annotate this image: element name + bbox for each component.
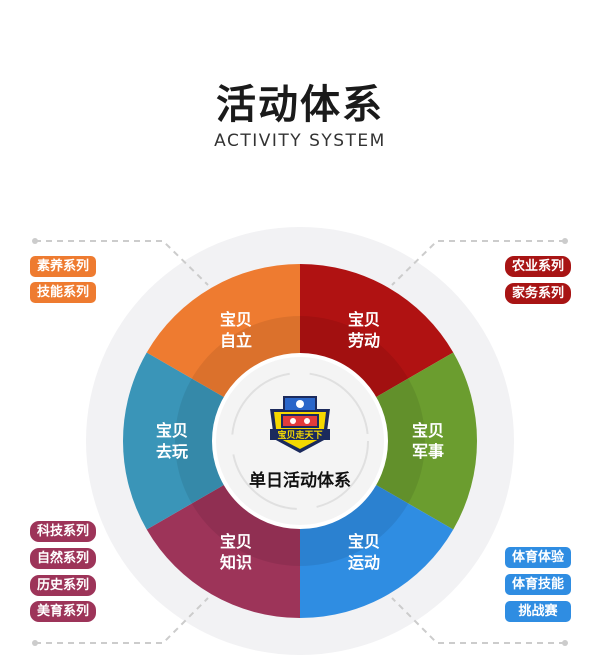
tag-tiyu-tiyan[interactable]: 体育体验 [505,547,571,568]
brand-logo: 宝贝走天下 [270,396,330,453]
segment-label-line1: 宝贝 [347,531,380,551]
segment-label: 宝贝军事 [398,420,458,462]
segment-label-line2: 自立 [219,331,252,351]
page-subtitle: ACTIVITY SYSTEM [214,131,386,151]
tag-lishi[interactable]: 历史系列 [30,575,96,596]
segment-label: 宝贝自立 [206,309,266,351]
page-title: 活动体系 [216,82,384,128]
cycle-arrows-icon [231,372,369,510]
segment-label-line2: 知识 [219,552,252,572]
tag-nongye[interactable]: 农业系列 [505,256,571,277]
connector-lines [35,240,565,644]
segment-1[interactable] [300,352,477,530]
segment-label-line2: 去玩 [155,442,188,461]
segment-label: 宝贝知识 [206,531,266,573]
tag-meiyu[interactable]: 美育系列 [30,601,96,622]
segment-label: 宝贝运动 [334,531,394,573]
tag-tiaozhansai[interactable]: 挑战赛 [505,601,571,622]
tag-jiawu[interactable]: 家务系列 [505,283,571,304]
segment-label: 宝贝劳动 [334,309,394,351]
segment-label-line1: 宝贝 [411,421,444,440]
tag-ziran[interactable]: 自然系列 [30,548,96,569]
segment-label-line2: 军事 [411,442,444,461]
tag-suyang[interactable]: 素养系列 [30,256,96,277]
segment-label-line1: 宝贝 [219,310,252,330]
segment-label-line1: 宝贝 [347,310,380,330]
segment-label: 宝贝去玩 [142,420,202,462]
svg-text:宝贝走天下: 宝贝走天下 [277,429,322,441]
tag-keji[interactable]: 科技系列 [30,521,96,542]
tag-tiyu-jineng[interactable]: 体育技能 [505,574,571,595]
segment-label-line1: 宝贝 [219,531,252,551]
segment-label-line2: 劳动 [347,331,380,351]
segment-4[interactable] [123,352,300,530]
center-label: 单日活动体系 [249,471,351,491]
segment-label-line2: 运动 [347,552,380,572]
segment-label-line1: 宝贝 [155,421,188,440]
tag-jineng[interactable]: 技能系列 [30,282,96,303]
